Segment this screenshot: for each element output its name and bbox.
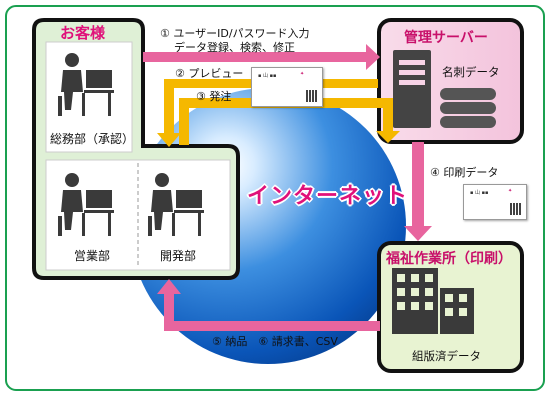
business-card-print: ▪ 山 ▪▪ ✦	[463, 184, 527, 220]
step-2-label: ② プレビュー	[175, 67, 244, 80]
card-logo-2: ✦	[508, 188, 513, 194]
person-icon-development	[148, 173, 204, 236]
sales-label: 営業部	[74, 249, 111, 263]
arrow-delivery-invoice	[157, 279, 380, 331]
database-label: 名刺データ	[442, 65, 500, 79]
database-icon	[440, 88, 496, 128]
arrow-login-input	[143, 44, 380, 70]
card-qr	[306, 90, 318, 102]
workshop-title: 福祉作業所（印刷）	[386, 251, 512, 267]
business-card-preview: ▪ 山 ▪▪ ✦	[251, 67, 323, 107]
card-name-text: ▪ 山 ▪▪	[258, 73, 277, 79]
arrow-print-data	[404, 142, 432, 241]
step-5-6-label: ⑤ 納品 ⑥ 請求書、CSV	[212, 335, 338, 348]
general-affairs-label: 総務部（承認）	[50, 132, 135, 146]
step-1-line-2: データ登録、検索、修正	[174, 41, 295, 54]
step-4-label: ④ 印刷データ	[430, 166, 499, 179]
person-icon-sales	[58, 173, 114, 236]
customer-title: お客様	[60, 24, 106, 42]
card-name-text-2: ▪ 山 ▪▪	[470, 190, 489, 196]
factory-windows	[397, 274, 467, 316]
step-1-line-1: ① ユーザーID/パスワード入力	[160, 27, 310, 40]
internet-label: インターネット	[247, 184, 409, 209]
step-3-label: ③ 発注	[196, 90, 232, 103]
person-icon-general	[58, 53, 114, 116]
card-logo: ✦	[300, 71, 305, 77]
server-icon	[393, 50, 431, 128]
server-title: 管理サーバー	[404, 30, 488, 46]
development-label: 開発部	[160, 249, 197, 263]
card-qr-2	[510, 203, 522, 215]
typeset-data-label: 組版済データ	[412, 349, 481, 363]
